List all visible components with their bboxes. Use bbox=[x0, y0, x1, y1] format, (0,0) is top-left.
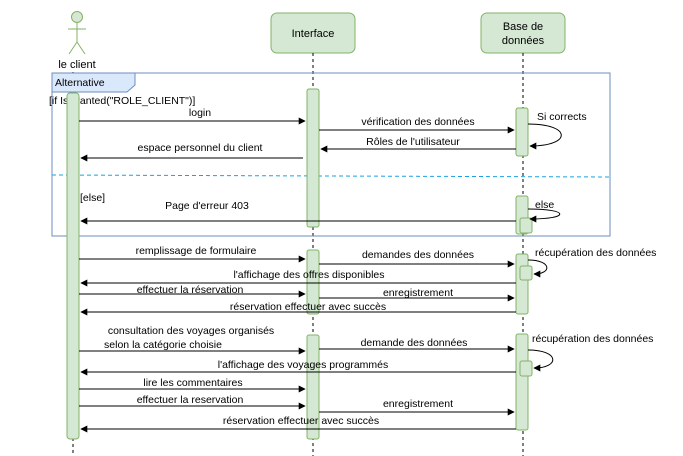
message-succes-2: réservation effectuer avec succès bbox=[80, 415, 516, 433]
message-enregistrement-2: enregistrement bbox=[319, 398, 515, 416]
message-recuperation-2-label: récupération des données bbox=[532, 333, 653, 345]
message-demandes-label: demandes des données bbox=[362, 249, 474, 261]
activation-interface-1 bbox=[306, 88, 320, 228]
message-else-label: else bbox=[535, 199, 554, 211]
message-effectuer-reservation: effectuer la réservation bbox=[79, 284, 306, 298]
message-page-erreur-label: Page d'erreur 403 bbox=[165, 200, 249, 212]
message-enregistrement-1-label: enregistrement bbox=[383, 287, 453, 299]
message-affichage-voyages-label: l'affichage des voyages programmés bbox=[218, 359, 389, 371]
activation-database-3 bbox=[515, 253, 529, 315]
message-demandes: demandes des données bbox=[319, 249, 515, 268]
message-login: login bbox=[79, 107, 306, 125]
message-page-erreur: Page d'erreur 403 bbox=[80, 200, 516, 225]
message-consultation-label-1: consultation des voyages organisés bbox=[108, 325, 274, 337]
participant-interface-label: Interface bbox=[292, 28, 335, 40]
message-succes-2-label: réservation effectuer avec succès bbox=[223, 415, 379, 427]
participant-database-label-1: Base de bbox=[503, 21, 543, 33]
activation-interface-2 bbox=[306, 249, 320, 315]
activation-database-2b bbox=[519, 217, 533, 234]
activation-database-3b bbox=[519, 265, 533, 281]
message-remplissage-label: remplissage de formulaire bbox=[136, 245, 257, 257]
message-effectuer-reservation-label: effectuer la réservation bbox=[137, 284, 244, 296]
message-recuperation-1-label: récupération des données bbox=[535, 247, 656, 259]
message-recuperation-1: récupération des données bbox=[527, 247, 656, 278]
message-espace-personnel-label: espace personnel du client bbox=[138, 142, 263, 154]
message-recuperation-2: récupération des données bbox=[527, 333, 653, 372]
message-succes-1-label: réservation effectuer avec succès bbox=[230, 301, 386, 313]
message-affichage-offres: l'affichage des offres disponibles bbox=[80, 269, 516, 287]
message-demande-label: demande des données bbox=[361, 337, 468, 349]
activation-interface-3 bbox=[306, 334, 320, 440]
message-roles: Rôles de l'utilisateur bbox=[320, 136, 516, 153]
alt-frame: Alternative [if IsGranted("ROLE_CLIENT")… bbox=[49, 72, 611, 237]
message-else: else bbox=[527, 199, 561, 223]
actor-client: le client bbox=[58, 11, 96, 71]
message-effectuer-reservation-2: effectuer la reservation bbox=[79, 394, 306, 410]
alt-guard-else: [else] bbox=[80, 192, 105, 204]
alt-frame-divider bbox=[51, 174, 611, 178]
activation-client bbox=[66, 92, 80, 440]
participant-database: Base de données bbox=[480, 12, 566, 54]
message-verification-label: vérification des données bbox=[361, 116, 474, 128]
message-succes-1: réservation effectuer avec succès bbox=[80, 301, 516, 316]
message-lire-commentaires-label: lire les commentaires bbox=[143, 377, 242, 389]
message-espace-personnel: espace personnel du client bbox=[80, 142, 303, 162]
message-verification: vérification des données bbox=[319, 116, 515, 134]
message-remplissage: remplissage de formulaire bbox=[79, 245, 306, 263]
message-affichage-offres-label: l'affichage des offres disponibles bbox=[233, 269, 384, 281]
message-effectuer-reservation-2-label: effectuer la reservation bbox=[137, 394, 244, 406]
message-consultation-label-2: selon la catégorie choisie bbox=[104, 339, 222, 351]
activation-database-1 bbox=[515, 107, 529, 157]
message-consultation: consultation des voyages organisés selon… bbox=[79, 325, 306, 355]
message-roles-label: Rôles de l'utilisateur bbox=[366, 136, 460, 148]
message-login-label: login bbox=[189, 107, 211, 119]
message-lire-commentaires: lire les commentaires bbox=[79, 377, 306, 393]
alt-frame-title: Alternative bbox=[55, 77, 105, 89]
participant-interface: Interface bbox=[270, 12, 356, 54]
message-demande: demande des données bbox=[319, 337, 515, 353]
message-enregistrement-2-label: enregistrement bbox=[383, 398, 453, 410]
alt-guard-if: [if IsGranted("ROLE_CLIENT")] bbox=[49, 95, 195, 107]
message-si-corrects-label: Si corrects bbox=[537, 111, 587, 123]
message-enregistrement-1: enregistrement bbox=[319, 287, 515, 302]
message-si-corrects: Si corrects bbox=[527, 111, 587, 150]
participant-database-label-2: données bbox=[502, 35, 545, 47]
message-affichage-voyages: l'affichage des voyages programmés bbox=[80, 359, 516, 376]
actor-client-label: le client bbox=[58, 59, 95, 71]
activation-database-4b bbox=[519, 360, 533, 377]
activation-database-4 bbox=[515, 333, 529, 431]
